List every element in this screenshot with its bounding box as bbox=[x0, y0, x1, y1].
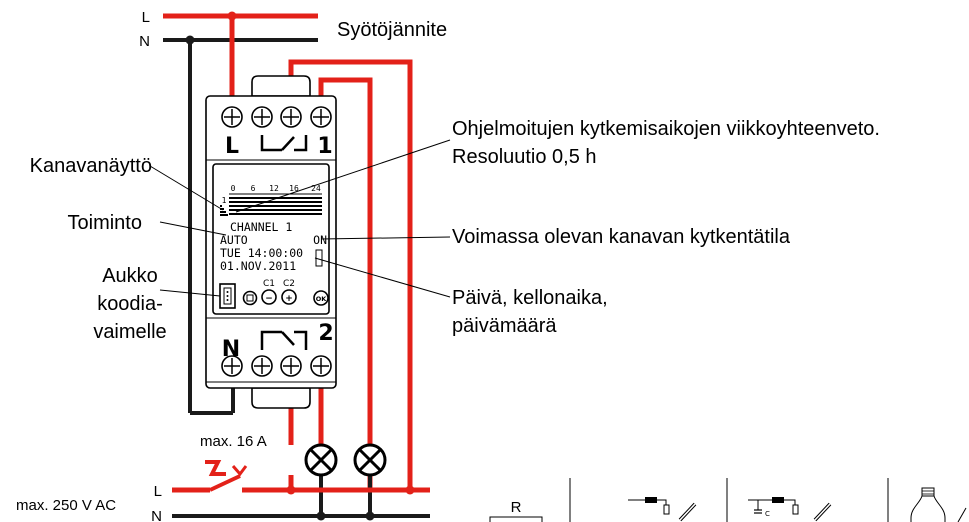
lamp-icon bbox=[353, 443, 387, 477]
minus-label: − bbox=[265, 294, 273, 304]
c2-label: C2 bbox=[283, 279, 295, 289]
plus-button[interactable]: + bbox=[281, 289, 297, 305]
bottom-supply bbox=[172, 485, 430, 521]
terminal-2-label: 2 bbox=[318, 321, 333, 346]
c1-label: C1 bbox=[263, 279, 275, 289]
lcd-state: ON bbox=[313, 233, 327, 247]
lcd-mode: AUTO bbox=[220, 233, 248, 247]
coding-key-slot bbox=[219, 283, 236, 309]
resistor-label: R bbox=[511, 499, 522, 516]
supply-wires bbox=[163, 11, 318, 415]
switch-icon bbox=[205, 460, 248, 492]
supply-voltage-label: Syötöjännite bbox=[337, 19, 447, 41]
lcd-scale-12: 12 bbox=[269, 184, 279, 193]
resistor-icon: R bbox=[489, 499, 543, 522]
slot-label-1: Aukko bbox=[102, 265, 158, 287]
ok-label: OK bbox=[316, 295, 328, 303]
lamp-icon bbox=[304, 443, 338, 477]
slot-label-2: koodia- bbox=[97, 293, 163, 315]
date-time-label-1: Päivä, kellonaika, bbox=[452, 287, 608, 309]
function-label: Toiminto bbox=[68, 212, 142, 234]
lcd-scale-0: 0 bbox=[231, 184, 236, 193]
channel-display-label: Kanavanäyttö bbox=[30, 155, 152, 177]
terminal-screws-bottom bbox=[221, 355, 332, 377]
time-switch-device: L 1 0 6 12 16 24 1 CHANNEL bbox=[205, 75, 337, 409]
weekly-summary-label: Ohjelmoitujen kytkemisaikojen viikkoyhte… bbox=[452, 118, 880, 140]
menu-button[interactable] bbox=[242, 290, 258, 306]
max-current-label: max. 16 A bbox=[200, 433, 267, 450]
switching-state-label: Voimassa olevan kanavan kytkentätila bbox=[452, 226, 791, 248]
capacitor-label: C bbox=[765, 510, 770, 518]
bottom-l-label: L bbox=[154, 483, 162, 500]
slot-label-3: vaimelle bbox=[93, 321, 166, 343]
leader-lines bbox=[149, 139, 451, 298]
fluorescent-lamp-icon bbox=[628, 497, 697, 522]
resolution-label: Resoluutio 0,5 h bbox=[452, 146, 597, 168]
lcd-scale-16: 16 bbox=[289, 184, 299, 193]
weekly-summary-bars bbox=[229, 197, 322, 215]
lcd-scale-24: 24 bbox=[311, 184, 321, 193]
max-voltage-label: max. 250 V AC bbox=[16, 497, 116, 514]
ok-button[interactable]: OK bbox=[313, 290, 329, 306]
supply-n-label: N bbox=[139, 33, 150, 50]
lcd-time: TUE 14:00:00 bbox=[220, 246, 303, 260]
lcd-scale-6: 6 bbox=[251, 184, 256, 193]
plus-label: + bbox=[285, 294, 293, 304]
minus-button[interactable]: − bbox=[261, 289, 277, 305]
bottom-n-label: N bbox=[151, 508, 162, 522]
terminal-n-label: N bbox=[222, 337, 240, 362]
lcd-date: 01.NOV.2011 bbox=[220, 259, 296, 273]
terminal-l-label: L bbox=[225, 134, 239, 159]
date-time-label-2: päivämäärä bbox=[452, 315, 557, 337]
lcd-display: 0 6 12 16 24 1 CHANNEL 1 AUTO ON bbox=[220, 184, 327, 273]
supply-l-label: L bbox=[142, 9, 150, 26]
incandescent-bulb-icon bbox=[910, 487, 967, 522]
fluorescent-lamp-compensated-icon: C bbox=[748, 497, 832, 522]
lcd-channel-marker: 1 bbox=[222, 196, 227, 205]
terminal-screws-top bbox=[221, 106, 332, 128]
terminal-1-label: 1 bbox=[317, 134, 332, 159]
lcd-line-channel: CHANNEL 1 bbox=[230, 220, 292, 234]
load-types-strip: R C bbox=[489, 478, 967, 522]
